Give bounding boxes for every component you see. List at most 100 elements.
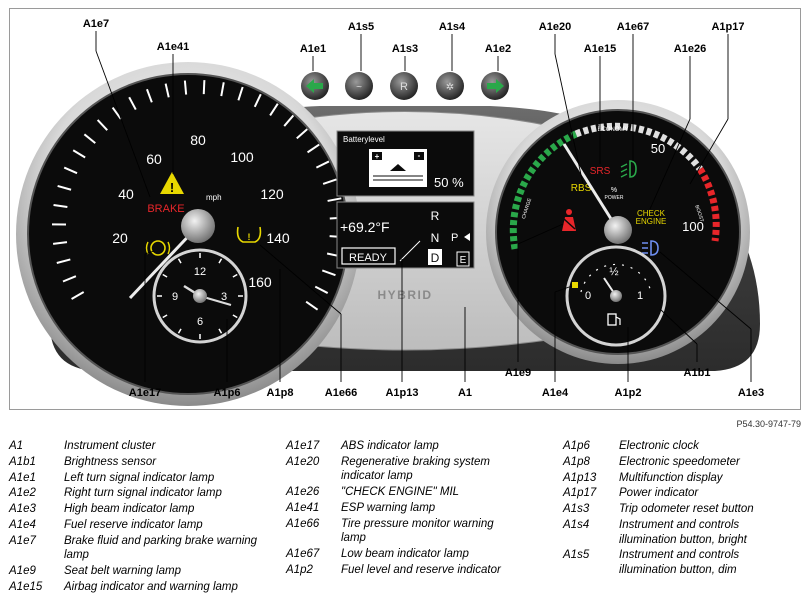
instrument-cluster-figure: 20 40 60 80 100 120 140 160 mph ! BRAKE … bbox=[9, 8, 801, 410]
power-meter-tick-50: 50 bbox=[651, 141, 665, 156]
fuel-gauge-one: 1 bbox=[637, 290, 643, 302]
tick-mark bbox=[83, 133, 96, 144]
display-divider bbox=[399, 240, 421, 262]
legend-code: A1e1 bbox=[9, 471, 36, 484]
legend-description: ABS indicator lamp bbox=[341, 440, 439, 452]
clock-tick-marks bbox=[157, 253, 243, 339]
power-meter-economy-label: ECONOMY bbox=[597, 127, 628, 133]
power-meter-power-label: POWER bbox=[605, 195, 624, 201]
callout-A1b1: A1b1 bbox=[684, 367, 711, 379]
power-meter-hub bbox=[604, 216, 632, 244]
legend-code: A1 bbox=[9, 440, 24, 452]
svg-text:+: + bbox=[375, 152, 380, 161]
fuel-reserve-indicator-lamp bbox=[572, 282, 578, 288]
speedometer-tick-label: 40 bbox=[118, 186, 134, 202]
power-meter-needle bbox=[562, 143, 620, 231]
check-engine-label-line2: ENGINE bbox=[636, 217, 667, 226]
callout-A1e2: A1e2 bbox=[485, 43, 511, 55]
callout-A1s5: A1s5 bbox=[348, 21, 374, 33]
legend-code: A1s4 bbox=[563, 518, 590, 531]
legend-description: Right turn signal indicator lamp bbox=[64, 487, 222, 500]
callout-labels: A1e7 A1e41 A1e1 A1s5 A1s3 A1s4 A1e2 A1e2… bbox=[83, 18, 764, 399]
esp-warning-icon: ! bbox=[160, 172, 184, 195]
tick-mark bbox=[63, 166, 78, 175]
callout-leader-lines bbox=[95, 31, 752, 382]
tick-mark bbox=[96, 119, 108, 131]
callout-A1e15: A1e15 bbox=[584, 43, 616, 55]
power-meter-tick-100: 100 bbox=[682, 219, 704, 234]
instrument-cluster-diagram: 20 40 60 80 100 120 140 160 mph ! BRAKE … bbox=[16, 18, 764, 406]
fuel-gauge-half: ½ bbox=[609, 266, 618, 278]
tick-mark bbox=[202, 80, 206, 95]
tick-mark bbox=[269, 103, 279, 116]
tick-mark bbox=[72, 149, 86, 159]
electronic-clock: 12 3 6 9 bbox=[152, 248, 248, 344]
tick-mark bbox=[232, 273, 238, 278]
legend-description: Tire pressure monitor warning lamp bbox=[341, 517, 494, 545]
hybrid-label: HYBRID bbox=[377, 288, 432, 302]
tick-mark bbox=[253, 93, 262, 108]
legend-code: A1p17 bbox=[563, 487, 597, 500]
dim-illumination-button[interactable] bbox=[345, 72, 373, 100]
legend-description: Brake fluid and parking brake warning la… bbox=[64, 534, 258, 562]
power-meter: ECONOMY CHARGE BOOST 50 100 SRS RBS % PO… bbox=[486, 100, 750, 364]
legend-description: Airbag indicator and warning lamp bbox=[64, 580, 238, 593]
legend-description: Fuel reserve indicator lamp bbox=[64, 518, 203, 531]
battery-level-percent: 50 % bbox=[434, 175, 464, 190]
tick-mark bbox=[56, 258, 71, 264]
tick-mark bbox=[305, 300, 319, 311]
legend-description: Brightness sensor bbox=[64, 455, 157, 468]
callout-A1p6: A1p6 bbox=[214, 387, 241, 399]
tick-mark bbox=[71, 291, 85, 300]
tire-pressure-warning-icon: ! bbox=[236, 226, 262, 243]
tick-mark bbox=[315, 160, 330, 169]
tick-mark bbox=[218, 258, 223, 264]
callout-A1: A1 bbox=[458, 387, 472, 399]
callout-A1e7: A1e7 bbox=[83, 18, 109, 30]
speedometer-tick-label: 80 bbox=[190, 132, 206, 148]
tick-mark bbox=[53, 203, 68, 208]
legend-description: Regenerative braking system indicator la… bbox=[341, 455, 490, 483]
callout-A1e17: A1e17 bbox=[129, 387, 161, 399]
legend-description: Left turn signal indicator lamp bbox=[64, 471, 215, 484]
legend-description: Instrument cluster bbox=[64, 440, 156, 452]
tick-mark bbox=[218, 328, 223, 334]
speedometer-hub bbox=[181, 209, 215, 243]
legend-description: Instrument and controls illumination but… bbox=[619, 549, 740, 576]
legend-description: Trip odometer reset button bbox=[619, 503, 754, 516]
legend-description: Electronic speedometer bbox=[619, 455, 740, 468]
left-arrow-icon bbox=[306, 79, 323, 93]
tick-mark bbox=[232, 314, 238, 319]
legend-description: "CHECK ENGINE" MIL bbox=[341, 486, 460, 499]
fuel-gauge-hub bbox=[610, 290, 622, 302]
speedometer-tick-label: 20 bbox=[112, 230, 128, 246]
svg-text:!: ! bbox=[170, 180, 174, 195]
dim-icon: ~ bbox=[356, 82, 362, 93]
legend-code: A1p6 bbox=[563, 440, 590, 452]
legend-row: A1 Instrument cluster bbox=[9, 439, 274, 454]
speedometer-tick-label: 60 bbox=[146, 151, 162, 167]
bright-illumination-button[interactable] bbox=[436, 72, 464, 100]
callout-A1e9: A1e9 bbox=[505, 367, 531, 379]
callout-A1s3: A1s3 bbox=[392, 43, 418, 55]
gear-e: E bbox=[460, 255, 467, 266]
fuel-gauge: 0 ½ 1 bbox=[565, 245, 667, 347]
right-arrow-icon bbox=[487, 79, 504, 93]
trip-odometer-reset-button[interactable] bbox=[390, 72, 418, 100]
tick-mark bbox=[183, 80, 188, 95]
fuel-pump-icon bbox=[607, 313, 621, 326]
clock-numeral: 9 bbox=[172, 291, 178, 303]
check-engine-label-line1: CHECK bbox=[637, 209, 666, 218]
